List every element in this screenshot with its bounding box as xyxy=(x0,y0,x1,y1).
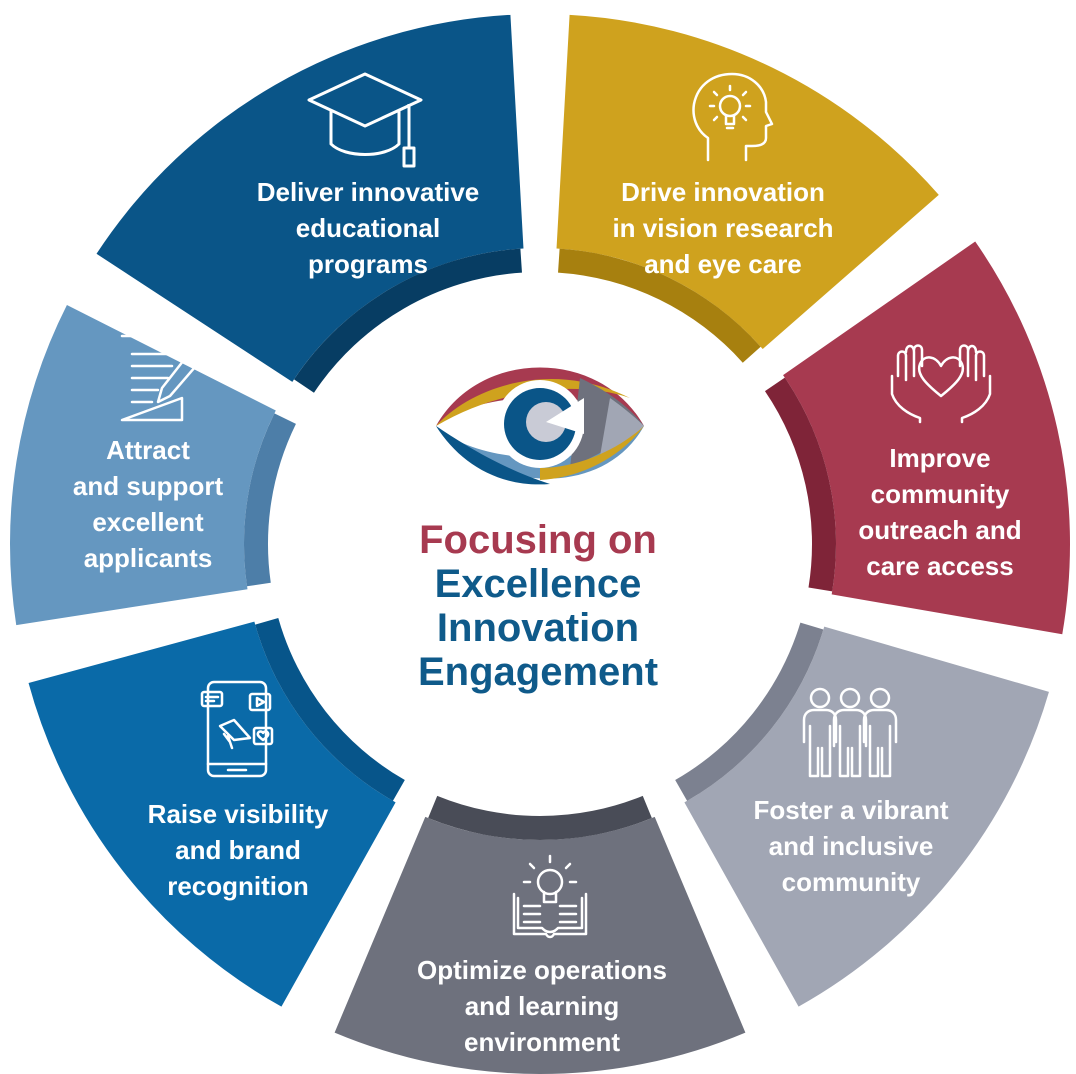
segment-rim-community xyxy=(764,377,836,592)
segment-research xyxy=(556,14,939,363)
label-line: applicants xyxy=(83,543,213,573)
book-lightbulb-icon xyxy=(508,852,592,944)
segment-fill-operations xyxy=(334,816,746,1074)
label-line: and brand xyxy=(175,835,301,865)
segment-label-inclusive: Foster a vibrant and inclusive community xyxy=(726,792,976,900)
segment-rim-operations xyxy=(428,795,652,840)
center-title-line1: Focusing on xyxy=(419,518,657,562)
segment-fill-applicants xyxy=(10,305,276,626)
label-line: outreach and xyxy=(858,515,1022,545)
center-title: Focusing on Excellence Innovation Engage… xyxy=(338,518,738,694)
label-line: educational xyxy=(295,213,441,243)
segment-label-research: Drive innovation in vision research and … xyxy=(598,174,848,282)
label-line: community xyxy=(870,479,1010,509)
label-line: Raise visibility xyxy=(147,799,329,829)
segment-fill-inclusive xyxy=(684,626,1049,1007)
label-line: Attract xyxy=(106,435,190,465)
label-line: recognition xyxy=(167,871,309,901)
segment-rim-visibility xyxy=(255,618,405,801)
label-line: Deliver innovative xyxy=(256,177,480,207)
label-line: community xyxy=(781,867,921,897)
segment-label-operations: Optimize operations and learning environ… xyxy=(392,952,692,1060)
label-line: care access xyxy=(866,551,1014,581)
segment-fill-community xyxy=(783,241,1070,635)
label-line: Improve xyxy=(889,443,991,473)
label-line: Drive innovation xyxy=(621,177,825,207)
segment-rim-applicants xyxy=(244,413,296,587)
eye-logo-icon xyxy=(436,367,644,485)
segment-fill-education xyxy=(96,14,524,382)
hands-heart-icon xyxy=(886,336,996,424)
segments-layer xyxy=(10,14,1070,1074)
head-lightbulb-icon xyxy=(690,72,774,164)
label-line: environment xyxy=(463,1027,621,1057)
segment-operations xyxy=(334,795,746,1074)
segment-label-education: Deliver innovative educational programs xyxy=(243,174,493,282)
segment-visibility xyxy=(28,618,405,1007)
label-line: programs xyxy=(308,249,428,279)
phone-megaphone-icon xyxy=(198,680,278,780)
label-line: and inclusive xyxy=(768,831,934,861)
segment-rim-inclusive xyxy=(675,622,824,801)
people-group-icon xyxy=(800,686,900,780)
label-line: excellent xyxy=(92,507,204,537)
segment-rim-research xyxy=(558,248,761,363)
graduation-cap-icon xyxy=(305,66,425,170)
segment-fill-visibility xyxy=(28,621,396,1007)
segment-label-applicants: Attract and support excellent applicants xyxy=(48,432,248,576)
segment-rim-education xyxy=(294,248,522,393)
segment-community xyxy=(764,241,1070,635)
label-line: in vision research xyxy=(612,213,834,243)
segment-applicants xyxy=(10,305,296,626)
segment-inclusive xyxy=(675,622,1049,1007)
center-title-line4: Engagement xyxy=(417,650,659,694)
label-line: and eye care xyxy=(644,249,802,279)
segment-fill-research xyxy=(556,14,939,350)
segment-label-community: Improve community outreach and care acce… xyxy=(830,440,1050,584)
label-line: and support xyxy=(72,471,224,501)
label-line: Optimize operations xyxy=(417,955,667,985)
label-line: and learning xyxy=(464,991,620,1021)
center-title-line2: Excellence xyxy=(434,562,642,606)
segment-education xyxy=(96,14,524,393)
document-pencil-icon xyxy=(118,332,214,424)
center-title-line3: Innovation xyxy=(436,606,640,650)
label-line: Foster a vibrant xyxy=(753,795,949,825)
segment-label-visibility: Raise visibility and brand recognition xyxy=(108,796,368,904)
